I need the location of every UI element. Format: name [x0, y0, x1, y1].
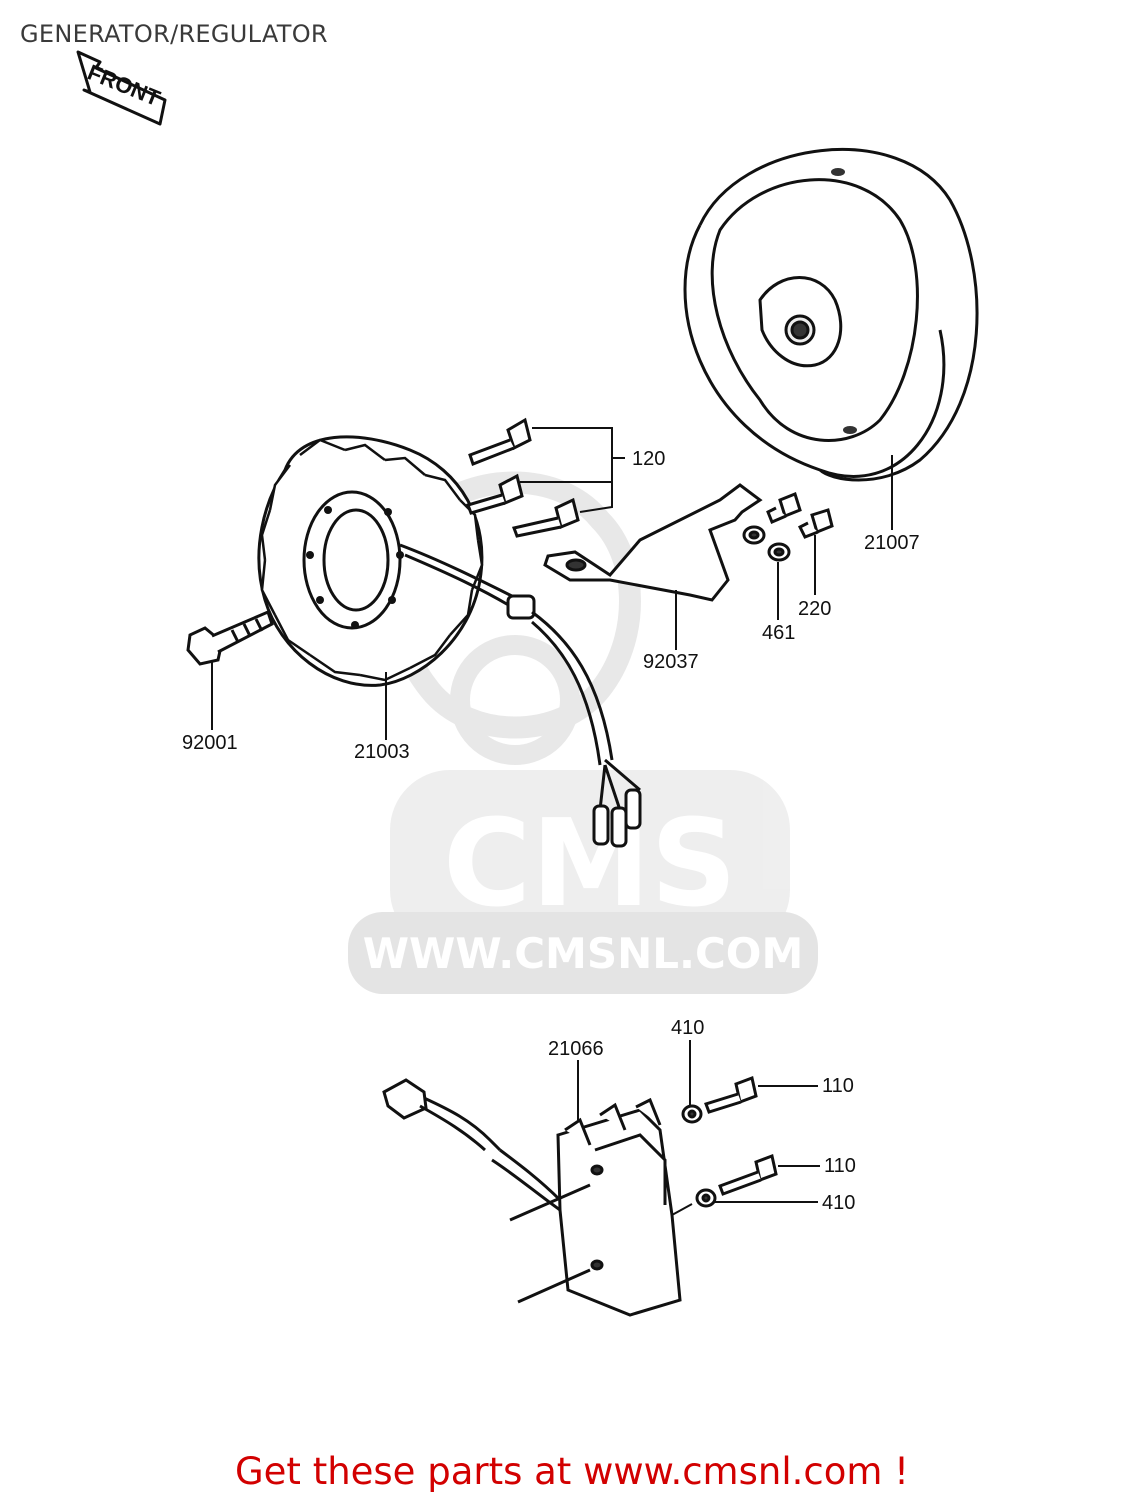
watermark-brand: CMS [443, 795, 737, 934]
leader-lines [211, 427, 893, 1216]
bolts-110[interactable] [704, 1075, 778, 1196]
part-label-220: 220 [798, 598, 831, 620]
regulator-21066[interactable] [556, 1097, 682, 1317]
page-title: GENERATOR/REGULATOR [20, 20, 328, 48]
screws-220[interactable] [766, 492, 834, 539]
cms-watermark: CMS WWW.CMSNL.COM [348, 471, 818, 994]
front-arrow-icon: FRONT [76, 50, 167, 126]
stator-21003[interactable] [257, 435, 484, 687]
part-label-92001: 92001 [182, 732, 238, 754]
watermark-url: WWW.CMSNL.COM [363, 929, 804, 978]
bracket-92037[interactable] [543, 483, 763, 602]
screws-120[interactable] [466, 417, 580, 538]
part-label-410-bottom: 410 [822, 1192, 855, 1214]
part-label-92037: 92037 [643, 651, 699, 673]
buy-parts-link[interactable]: Get these parts at www.cmsnl.com ! [234, 1450, 909, 1493]
part-label-410-top: 410 [671, 1017, 704, 1039]
part-label-21066: 21066 [548, 1038, 604, 1060]
stator-wiring [399, 543, 642, 848]
bolt-92001[interactable] [186, 609, 274, 666]
part-label-461: 461 [762, 622, 795, 644]
part-label-21003: 21003 [354, 741, 410, 763]
part-label-120: 120 [632, 448, 665, 470]
rotor-21007[interactable] [683, 148, 979, 482]
part-label-21007: 21007 [864, 532, 920, 554]
washers-461[interactable] [742, 525, 791, 562]
part-label-110-bottom: 110 [824, 1155, 856, 1177]
regulator-wiring [382, 1078, 591, 1304]
washers-410[interactable] [681, 1104, 717, 1208]
part-label-110-top: 110 [822, 1075, 854, 1097]
